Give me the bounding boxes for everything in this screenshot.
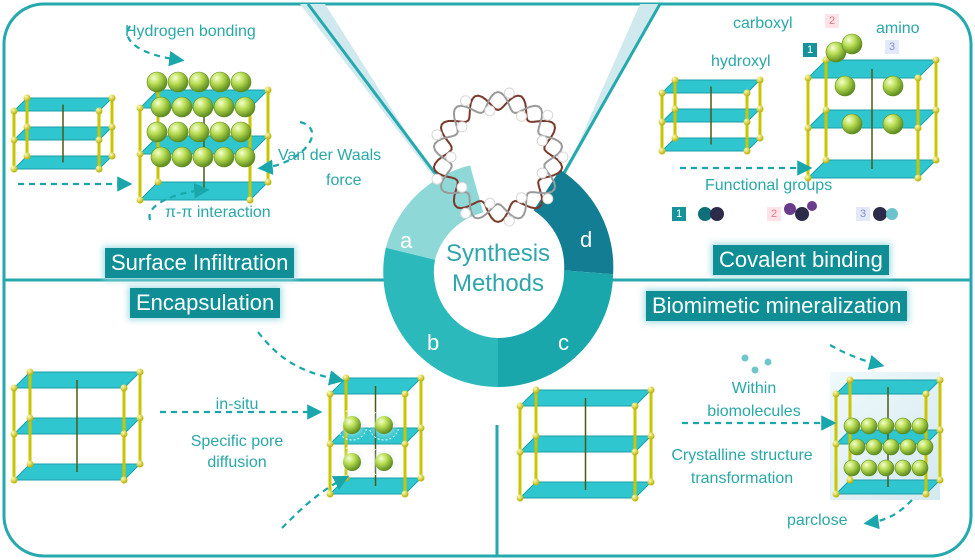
dna-ring-icon <box>431 87 569 227</box>
lattice-a-empty <box>10 94 116 173</box>
guest-spheres-c <box>843 417 934 477</box>
lattice-d-functionalized <box>804 56 940 182</box>
group-number-3: 3 <box>856 207 870 221</box>
wedge-left <box>300 4 440 185</box>
label-amino: amino <box>876 20 920 37</box>
label-in-situ: in-situ <box>215 396 259 413</box>
ring-segment-b <box>383 247 498 387</box>
biomolecule-dots <box>741 354 772 374</box>
ring-segment-d <box>533 169 614 275</box>
label-force: force <box>326 172 362 189</box>
functional-group-icons <box>698 201 898 221</box>
center-title-line2: Methods <box>451 270 545 297</box>
label-van-der-waals: Van der Waals <box>278 147 382 164</box>
label-parclose: parclose <box>787 512 848 529</box>
label-hydrogen-bonding: Hydrogen bonding <box>125 23 256 40</box>
segment-letter-b: b <box>427 330 440 355</box>
ring-segment-c <box>498 270 614 388</box>
group-number-2: 2 <box>767 207 781 221</box>
label-pi-pi: π-π interaction <box>165 204 271 221</box>
center-title-line1: Synthesis <box>445 240 551 267</box>
title-biomimetic-mineralization: Biomimetic mineralization <box>646 291 908 321</box>
lattice-d-empty <box>658 76 764 155</box>
label-carboxyl: carboxyl <box>733 15 793 32</box>
guest-spheres-a <box>146 71 256 168</box>
segment-letter-c: c <box>558 330 569 355</box>
label-crystalline-structure: Crystalline structure <box>671 447 813 464</box>
label-functional-groups: Functional groups <box>705 177 833 194</box>
lattice-c-empty <box>516 386 655 502</box>
label-diffusion: diffusion <box>207 454 267 471</box>
label-specific-pore: Specific pore <box>190 433 284 450</box>
segment-letter-d: d <box>580 227 593 252</box>
flow-arrows <box>18 25 913 530</box>
segment-letter-a: a <box>400 228 413 253</box>
title-covalent-binding: Covalent binding <box>713 245 889 275</box>
group-number-2-top: 2 <box>825 14 839 28</box>
lattice-b-empty <box>10 368 144 484</box>
lattice-c-mineralized <box>832 376 944 498</box>
title-surface-infiltration: Surface Infiltration <box>105 248 295 278</box>
group-number-1: 1 <box>672 207 686 221</box>
guest-spheres-d <box>825 33 904 135</box>
title-encapsulation: Encapsulation <box>130 288 281 318</box>
label-hydroxyl: hydroxyl <box>711 53 771 70</box>
encapsulated-spheres <box>336 409 400 478</box>
label-biomolecules: biomolecules <box>707 403 801 420</box>
label-within: Within <box>731 380 777 397</box>
group-number-1-top: 1 <box>803 43 817 57</box>
group-number-3-top: 3 <box>885 40 899 54</box>
label-transformation: transformation <box>690 470 794 487</box>
